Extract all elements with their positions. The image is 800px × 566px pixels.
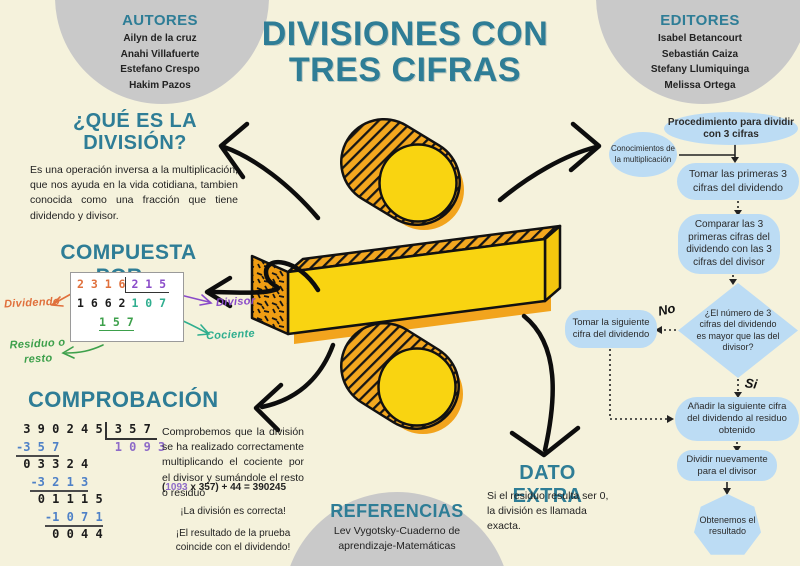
no-branch-label: No bbox=[656, 300, 677, 319]
division-row: 0 1 1 1 5 bbox=[37, 492, 103, 506]
division-row: -3 2 1 3 bbox=[16, 474, 165, 493]
que-es-heading-line2: DIVISIÓN? bbox=[83, 132, 187, 154]
comprobacion-text1: Comprobemos que la división se ha realiz… bbox=[162, 426, 304, 499]
que-es-heading: ¿QUÉ ES LA DIVISIÓN? bbox=[50, 110, 220, 154]
editor-name: Stefany Llumiquinga bbox=[650, 64, 750, 75]
division-row: 0 0 4 4 bbox=[52, 527, 103, 541]
example-residuo: 1 5 7 bbox=[99, 315, 134, 331]
editor-name: Sebastián Caiza bbox=[661, 48, 739, 60]
dividendo-label: Dividendo bbox=[3, 295, 61, 311]
division-symbol-illustration bbox=[250, 118, 562, 434]
editor-name: Isabel Betancourt bbox=[658, 33, 742, 44]
que-es-body: Es una operación inversa a la multiplica… bbox=[30, 164, 238, 222]
equation-highlight: 1093 bbox=[165, 482, 188, 493]
divisor-label: Divisor bbox=[215, 294, 256, 310]
comprobacion-text3: ¡El resultado de la prueba coincide con … bbox=[175, 528, 291, 553]
residuo-label: Residuo o resto bbox=[9, 336, 66, 370]
title-line-1: DIVISIONES CON bbox=[261, 15, 549, 53]
si-branch-label: Si bbox=[744, 375, 759, 392]
dato-extra-body: Si el residuo resulta ser 0, la división… bbox=[487, 490, 609, 533]
autores-list: Ailyn de la cruz Anahi Villafuerte Estef… bbox=[90, 31, 230, 93]
residuo-label-line2: resto bbox=[23, 352, 53, 367]
division-quotient: 1 0 9 3 bbox=[114, 439, 166, 454]
autor-name: Ailyn de la cruz bbox=[123, 33, 197, 44]
division-divisor: 3 5 7 bbox=[104, 422, 157, 440]
flowchart-step1: Tomar las primeras 3 cifras del dividend… bbox=[677, 163, 799, 200]
division-row: 0 3 3 2 4 bbox=[23, 457, 89, 471]
long-division-work: 3 9 0 2 4 5 3 5 7 -3 5 7 1 0 9 3 0 3 3 2… bbox=[16, 422, 165, 545]
referencias-heading: REFERENCIAS bbox=[330, 501, 464, 521]
example-producto: 1 6 6 2 bbox=[77, 296, 126, 310]
flowchart-end: Obtenemos el resultado bbox=[694, 494, 761, 555]
division-row: -1 0 7 1 bbox=[16, 509, 165, 528]
editores-heading: EDITORES bbox=[660, 12, 740, 29]
que-es-heading-line1: ¿QUÉ ES LA bbox=[72, 110, 197, 132]
division-row: 3 9 0 2 4 5 3 5 7 bbox=[16, 422, 165, 440]
flowchart-start: Procedimiento para dividir con 3 cifras bbox=[664, 112, 798, 145]
flowchart-step4: Dividir nuevamente para el divisor bbox=[677, 450, 777, 481]
dato-extra-heading: DATO EXTRA bbox=[512, 462, 583, 507]
autor-name: Anahi Villafuerte bbox=[120, 48, 200, 60]
flowchart-no-step: Tomar la siguiente cifra del dividendo bbox=[565, 310, 657, 348]
editores-list: Isabel Betancourt Sebastián Caiza Stefan… bbox=[630, 31, 770, 93]
referencias-body: Lev Vygotsky-Cuaderno de aprendizaje-Mat… bbox=[333, 525, 461, 553]
flowchart-step3: Añadir la siguiente cifra del dividendo … bbox=[675, 397, 799, 441]
division-example-box: 2 3 1 6 2 1 5 1 6 6 2 1 0 7 1 5 7 bbox=[70, 272, 184, 342]
flowchart-decision: ¿El número de 3 cifras del dividendo es … bbox=[678, 283, 798, 378]
comprobacion-text2: ¡La división es correcta! bbox=[180, 506, 286, 517]
editor-name: Melissa Ortega bbox=[664, 79, 736, 91]
arrow-to-flowchart bbox=[497, 121, 602, 203]
flowchart-side-input: Conocimientos de la multiplicación bbox=[609, 132, 677, 177]
division-row: -3 5 7 1 0 9 3 bbox=[16, 439, 166, 458]
equation-open: ( bbox=[162, 482, 166, 493]
example-dividendo: 2 3 1 6 bbox=[77, 277, 126, 291]
comprobacion-equation: (1093 x 357) + 44 = 390245 bbox=[162, 482, 304, 493]
equation-rest: x 357) + 44 = 390245 bbox=[187, 482, 287, 493]
title-line-2: TRES CIFRAS bbox=[288, 51, 522, 90]
autor-name: Estefano Crespo bbox=[120, 64, 200, 75]
cociente-label: Cociente bbox=[205, 327, 256, 343]
arrow-to-comprobacion bbox=[253, 342, 336, 433]
flowchart-step2: Comparar las 3 primeras cifras del divid… bbox=[678, 214, 780, 274]
autor-name: Hakim Pazos bbox=[129, 79, 191, 91]
page-title: DIVISIONES CON TRES CIFRAS bbox=[228, 16, 582, 89]
residuo-arrow bbox=[61, 344, 104, 359]
decorative-arrows bbox=[204, 121, 602, 458]
autores-heading: AUTORES bbox=[122, 12, 198, 29]
example-divisor: 2 1 5 bbox=[125, 277, 170, 293]
comprobacion-heading: COMPROBACIÓN bbox=[28, 387, 219, 412]
example-cociente: 1 0 7 bbox=[131, 296, 167, 310]
